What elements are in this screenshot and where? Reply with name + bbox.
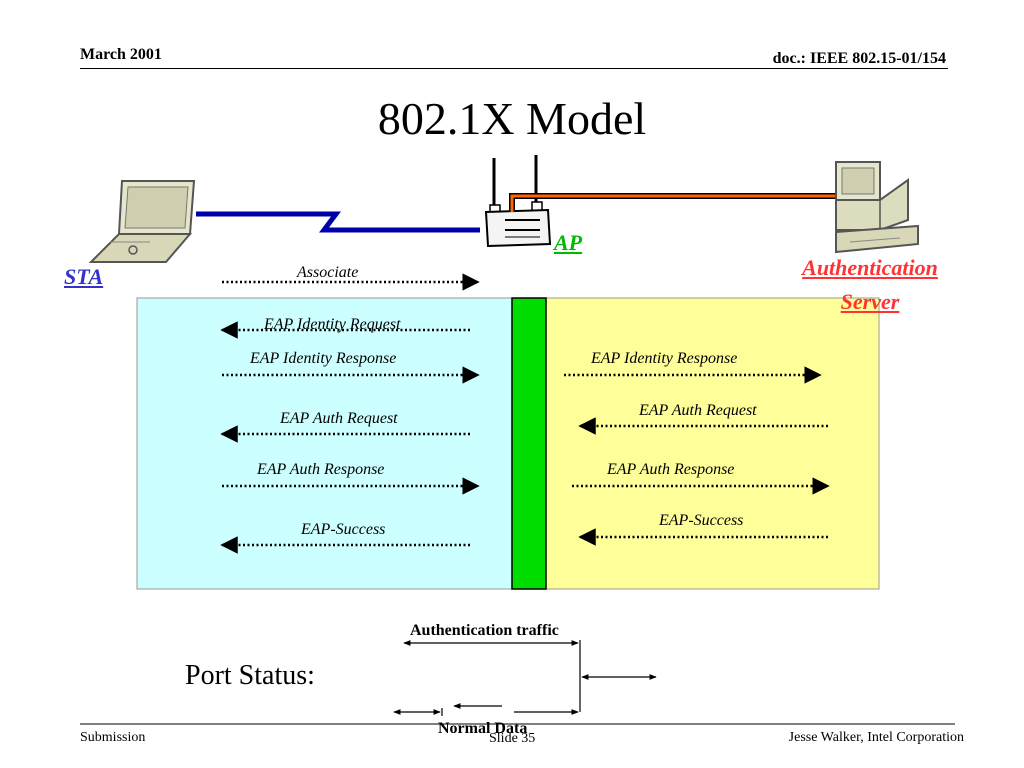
port-status-diagram <box>393 640 657 716</box>
msg-label-left-0: EAP Identity Request <box>264 316 401 333</box>
page-title: 802.1X Model <box>377 93 647 144</box>
footer-center: Slide 35 <box>489 731 536 746</box>
auth-server-label-line1: Authentication <box>802 255 938 280</box>
auth-server-label: Authentication Server <box>770 251 970 319</box>
laptop-icon <box>88 180 196 263</box>
auth-traffic-label: Authentication traffic <box>410 622 559 639</box>
msg-label-right-0: EAP Identity Response <box>591 350 738 367</box>
msg-label-left-3: EAP Auth Response <box>257 461 385 478</box>
sta-label: STA <box>64 264 104 289</box>
msg-label-right-2: EAP Auth Response <box>607 461 735 478</box>
port-status-label: Port Status: <box>185 660 315 691</box>
server-zone <box>544 297 880 590</box>
access-point-icon <box>484 155 552 248</box>
port-bar <box>511 297 547 590</box>
header-rule <box>80 68 948 69</box>
server-link <box>510 194 840 212</box>
msg-label-right-1: EAP Auth Request <box>639 402 757 419</box>
ap-label: AP <box>554 230 583 255</box>
footer-left: Submission <box>80 730 146 745</box>
auth-server-label-line2: Server <box>840 289 900 314</box>
server-computer-icon <box>835 161 919 254</box>
msg-label-left-2: EAP Auth Request <box>280 410 398 427</box>
msg-label-right-3: EAP-Success <box>659 512 744 529</box>
header-date: March 2001 <box>80 46 162 63</box>
associate-label: Associate <box>297 264 359 281</box>
header-doc: doc.: IEEE 802.15-01/154 <box>772 50 946 67</box>
footer-right: Jesse Walker, Intel Corporation <box>788 730 964 745</box>
msg-label-left-4: EAP-Success <box>301 521 386 538</box>
sta-zone <box>136 297 516 590</box>
normal-data-label: Normal Data <box>438 720 528 737</box>
sta-link <box>196 211 480 233</box>
msg-label-left-1: EAP Identity Response <box>250 350 397 367</box>
